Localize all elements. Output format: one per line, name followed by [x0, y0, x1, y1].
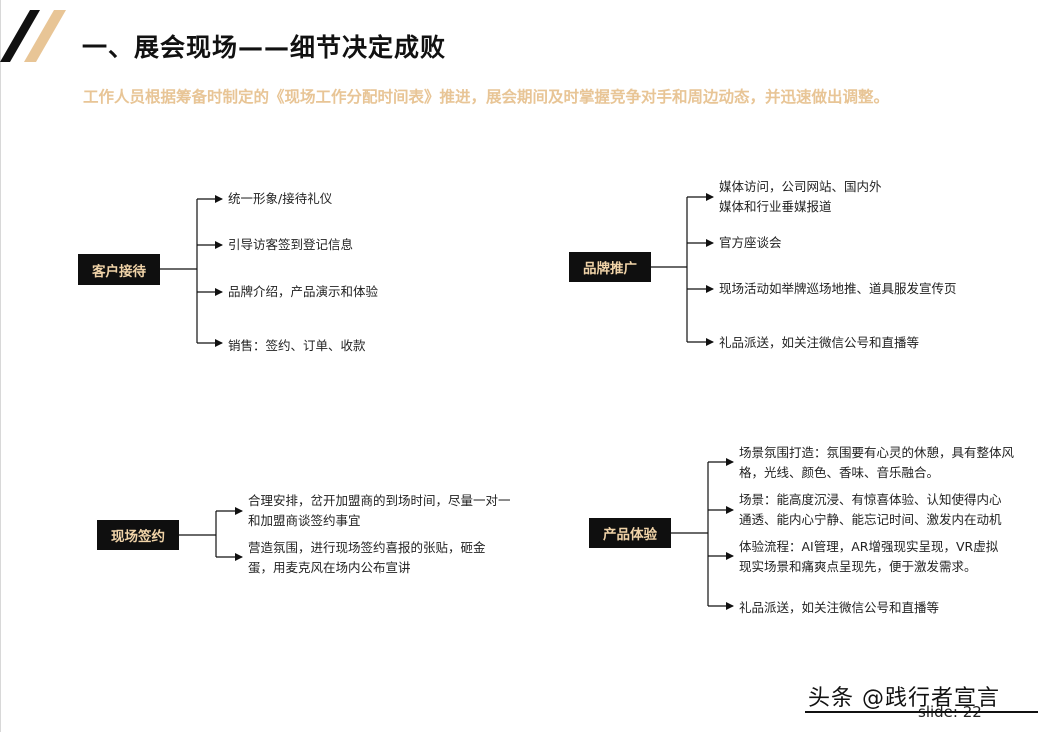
connector-group-reception: [160, 195, 223, 347]
connector-group-promotion: [651, 193, 714, 346]
promotion-item: 官方座谈会: [719, 235, 782, 250]
category-box-signing: 现场签约: [97, 520, 179, 550]
experience-item: 场景：能高度沉浸、有惊喜体验、认知使得内心 通透、能内心宁静、能忘记时间、激发内…: [739, 492, 1002, 527]
signing-item: 营造氛围，进行现场签约喜报的张贴，砸金 蛋，用麦克风在场内公布宣讲: [248, 540, 486, 575]
experience-item: 礼品派送，如关注微信公号和直播等: [739, 600, 940, 615]
signing-item: 合理安排，岔开加盟商的到场时间，尽量一对一 和加盟商谈签约事宜: [248, 493, 511, 528]
reception-item: 品牌介绍，产品演示和体验: [228, 284, 379, 299]
page-title: 一、展会现场——细节决定成败: [82, 33, 447, 62]
category-box-promotion: 品牌推广: [569, 252, 651, 282]
gold-stripe: [24, 10, 66, 62]
promotion-item: 媒体访问，公司网站、国内外 媒体和行业垂媒报道: [719, 179, 882, 214]
page-subtitle: 工作人员根据筹备时制定的《现场工作分配时间表》推进，展会期间及时掌握竞争对手和周…: [83, 88, 890, 106]
reception-item: 引导访客签到登记信息: [228, 237, 354, 252]
reception-item: 统一形象/接待礼仪: [228, 191, 333, 206]
decorative-stripes: [0, 10, 66, 62]
credit-underline: [805, 711, 1038, 713]
watermark-credit: 头条 @践行者宣言: [808, 686, 1000, 711]
category-box-reception: 客户接待: [78, 254, 160, 285]
promotion-item: 现场活动如举牌巡场地推、道具服发宣传页: [719, 281, 957, 296]
connector-group-experience: [671, 458, 734, 610]
experience-item: 场景氛围打造：氛围要有心灵的休憩，具有整体风 格，光线、颜色、香味、音乐融合。: [739, 445, 1015, 480]
experience-item: 体验流程：AI管理，AR增强现实呈现，VR虚拟 现实场景和痛爽点呈现先，便于激发…: [739, 539, 999, 574]
connector-group-signing: [179, 507, 243, 561]
black-stripe: [0, 10, 40, 62]
promotion-item: 礼品派送，如关注微信公号和直播等: [719, 335, 920, 350]
reception-item: 销售：签约、订单、收款: [228, 338, 366, 353]
left-border: [0, 0, 1, 732]
category-box-experience: 产品体验: [589, 518, 671, 548]
